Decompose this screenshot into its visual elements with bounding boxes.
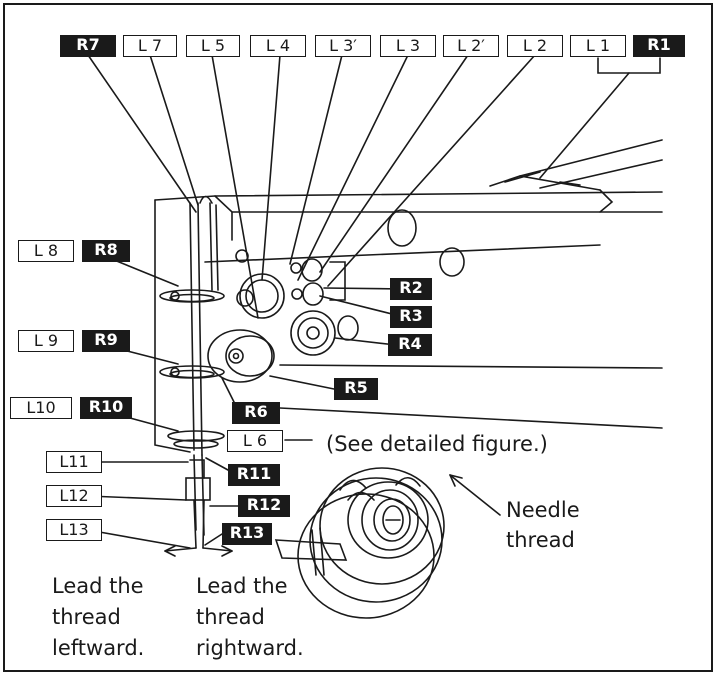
label-l6: L 6 [227, 430, 283, 452]
direction-arrows [164, 474, 463, 557]
label-l5: L 5 [186, 35, 240, 57]
lead-left-caption-3: leftward. [52, 636, 145, 660]
tension-discs [207, 249, 346, 383]
label-r3: R3 [390, 306, 432, 328]
label-r6: R6 [232, 402, 280, 424]
label-l8: L 8 [18, 240, 74, 262]
label-l3: L 3 [380, 35, 436, 57]
label-l4: L 4 [250, 35, 306, 57]
label-l10: L10 [10, 397, 72, 419]
label-r10: R10 [80, 397, 132, 419]
lead-right-caption-3: rightward. [196, 636, 304, 660]
label-r9: R9 [82, 330, 130, 352]
needle-thread-caption-1: Needle [506, 498, 580, 522]
lead-right-caption-1: Lead the [196, 574, 288, 598]
label-r13: R13 [222, 523, 272, 545]
label-r7: R7 [60, 35, 116, 57]
label-r12: R12 [238, 495, 290, 517]
label-r1: R1 [633, 35, 685, 57]
label-r4: R4 [388, 334, 432, 356]
needle-bar [185, 459, 211, 549]
lead-left-caption-1: Lead the [52, 574, 144, 598]
detailed-tension-figure [274, 467, 445, 619]
label-r8: R8 [82, 240, 130, 262]
label-l2: L 2 [507, 35, 563, 57]
label-r5: R5 [334, 378, 378, 400]
label-r11: R11 [228, 464, 280, 486]
lead-left-caption-2: thread [52, 605, 121, 629]
label-l9: L 9 [18, 330, 74, 352]
label-l3-prime: L 3′ [315, 35, 371, 57]
label-l11: L11 [46, 451, 102, 473]
label-l1: L 1 [570, 35, 626, 57]
machine-head-outline [154, 139, 663, 453]
label-l7: L 7 [123, 35, 177, 57]
figure-frame [3, 3, 713, 672]
label-l2-prime: L 2′ [443, 35, 499, 57]
label-l12: L12 [46, 485, 102, 507]
see-detail-caption: (See detailed figure.) [326, 432, 548, 456]
label-l13: L13 [46, 519, 102, 541]
needle-thread-caption-2: thread [506, 528, 575, 552]
label-r2: R2 [390, 278, 432, 300]
thread-guides [159, 289, 225, 449]
lead-right-caption-2: thread [196, 605, 265, 629]
